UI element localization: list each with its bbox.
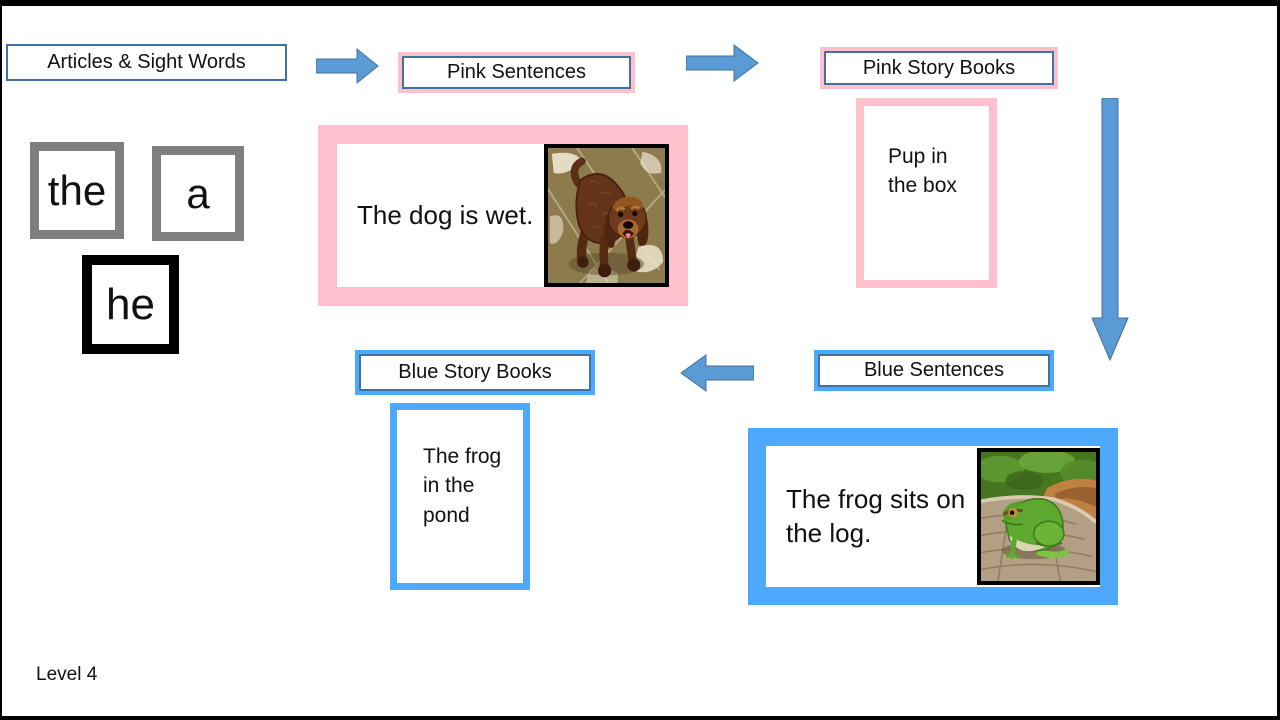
blue-story-book-card: The frog in the pond: [390, 403, 530, 590]
blue-sentence-card-inner: The frog sits on the log.: [766, 446, 1100, 587]
flow-label-text: Pink Story Books: [862, 56, 1016, 79]
wet-dog-photo: [544, 144, 669, 287]
blue-sentence-card: The frog sits on the log.: [748, 428, 1118, 605]
word-card-the: the: [30, 142, 124, 239]
arrow-left-icon: [676, 352, 754, 394]
pink-sentence-card-inner: The dog is wet.: [337, 144, 669, 287]
blue-sentence-text: The frog sits on the log.: [786, 483, 966, 548]
blue-story-book-title: The frog in the pond: [423, 445, 502, 527]
flow-label-pink-story-books: Pink Story Books: [820, 47, 1058, 89]
pink-sentence-card: The dog is wet.: [318, 125, 688, 306]
word-card-a: a: [152, 146, 244, 241]
word-card-text: he: [106, 279, 155, 329]
arrow-right-icon: [686, 42, 760, 84]
flow-label-text: Pink Sentences: [447, 61, 586, 83]
pink-story-book-card: Pup in the box: [856, 98, 997, 288]
flow-label-text: Blue Sentences: [863, 359, 1005, 381]
flow-label-text: Blue Story Books: [398, 361, 552, 383]
flow-label-text: Articles & Sight Words: [47, 51, 246, 73]
flow-label-pink-sentences: Pink Sentences: [398, 52, 635, 93]
frog-on-log-photo: [977, 448, 1100, 585]
word-card-text: a: [186, 169, 210, 217]
flow-label-inner: Pink Sentences: [402, 56, 631, 89]
word-card-he: he: [82, 255, 179, 354]
arrow-down-icon: [1090, 98, 1130, 362]
word-card-text: the: [47, 166, 107, 214]
pink-story-book-title: Pup in the box: [888, 145, 957, 198]
flow-label-inner: Blue Story Books: [359, 354, 591, 391]
flow-label-inner: Pink Story Books: [824, 51, 1054, 85]
flow-label-blue-story-books: Blue Story Books: [355, 350, 595, 395]
flow-label-articles-sight-words: Articles & Sight Words: [6, 44, 287, 81]
pink-sentence-text: The dog is wet.: [357, 199, 534, 230]
flow-label-inner: Blue Sentences: [818, 354, 1050, 387]
arrow-right-icon: [316, 46, 380, 86]
level-label: Level 4: [36, 664, 98, 685]
flow-label-blue-sentences: Blue Sentences: [814, 350, 1054, 391]
